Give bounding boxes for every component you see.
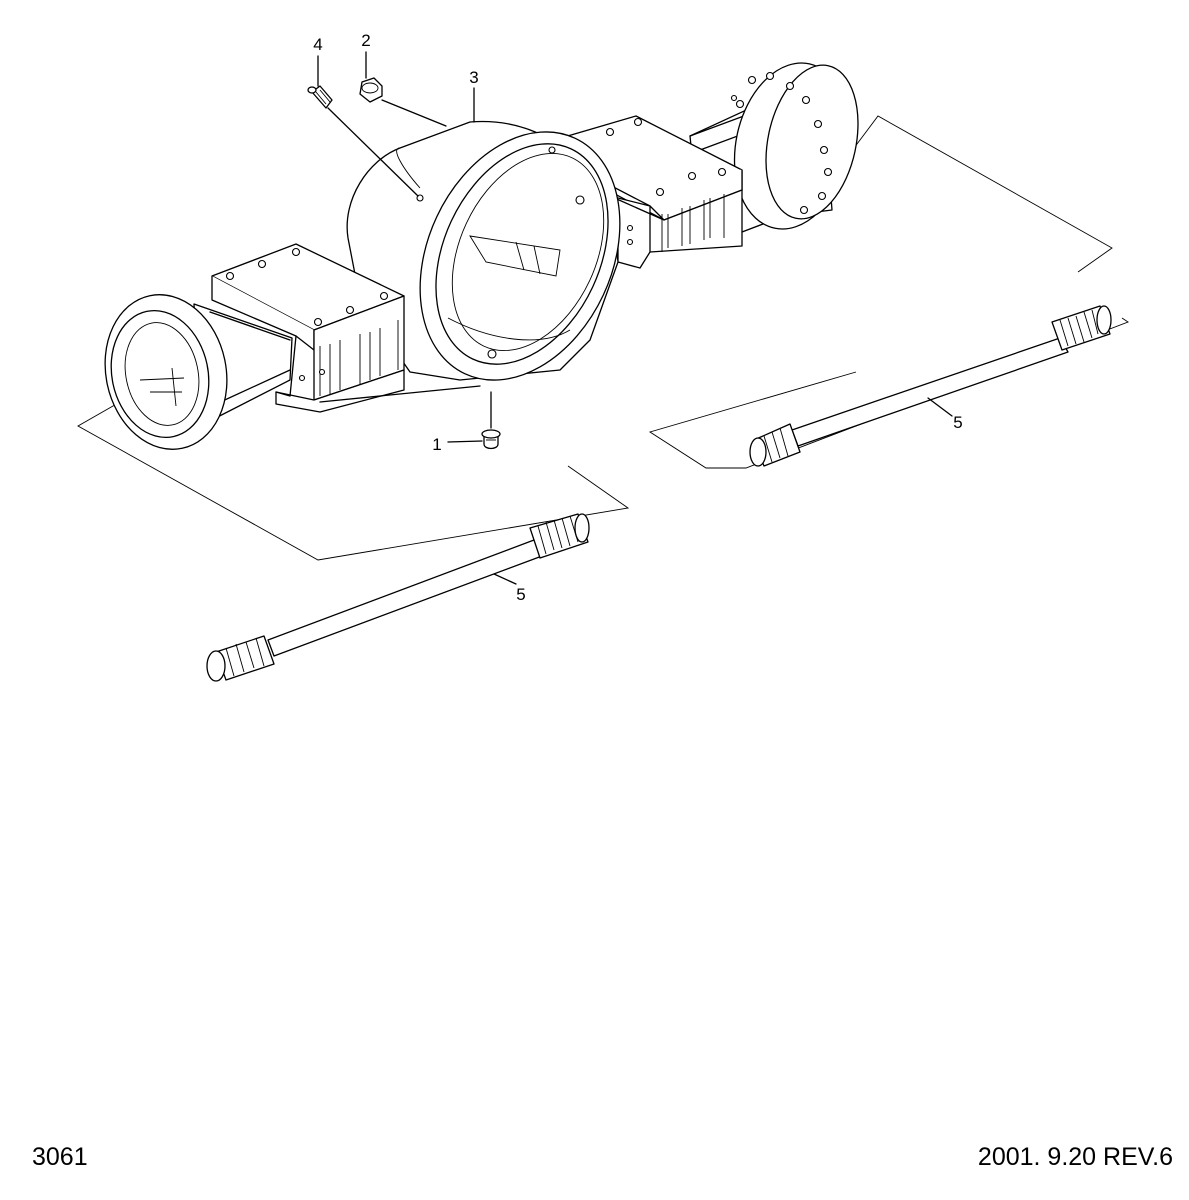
left-wheel-flange bbox=[104, 294, 228, 450]
leader-axle-shaft-right bbox=[927, 397, 953, 417]
callout-1: 1 bbox=[432, 435, 441, 454]
callout-5-right: 5 bbox=[953, 413, 962, 432]
right-wheel-flange bbox=[730, 62, 859, 230]
leader-drain-plug-label bbox=[447, 440, 483, 443]
central-bowl bbox=[416, 131, 621, 381]
leader-axle-shaft-left bbox=[493, 573, 517, 585]
left-spring-pad bbox=[211, 243, 405, 413]
callout-5-left: 5 bbox=[516, 585, 525, 604]
plug bbox=[359, 77, 383, 103]
date-revision: 2001. 9.20 REV.6 bbox=[977, 1143, 1173, 1171]
drain-plug bbox=[481, 429, 501, 450]
leader-grease-nipple bbox=[327, 107, 419, 197]
axle-housing bbox=[104, 62, 859, 450]
axle-shaft-left bbox=[206, 513, 590, 682]
callout-4: 4 bbox=[313, 35, 322, 54]
axle-shaft-right bbox=[749, 305, 1112, 467]
leader-plug bbox=[381, 99, 447, 127]
figure-number: 3061 bbox=[32, 1143, 88, 1171]
housing-reference-plane bbox=[77, 397, 630, 561]
grease-nipple bbox=[307, 85, 333, 109]
callout-3: 3 bbox=[469, 68, 478, 87]
right-shaft-reference-plane bbox=[648, 115, 1129, 469]
callout-2: 2 bbox=[361, 31, 370, 50]
